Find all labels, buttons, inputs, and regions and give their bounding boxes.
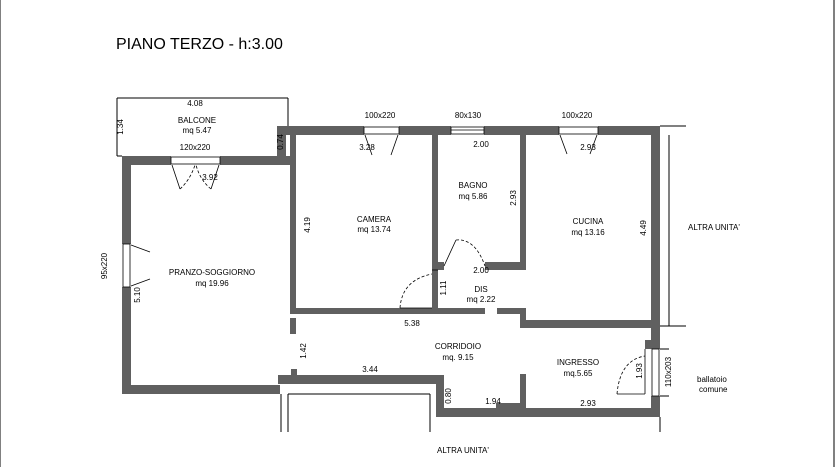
dim-293c: 2.93 bbox=[580, 399, 596, 408]
room-area-bagno: mq 5.86 bbox=[459, 192, 488, 201]
room-name-balcone: BALCONE bbox=[178, 116, 216, 125]
dim-200a: 2.00 bbox=[473, 140, 489, 149]
dim-328: 3.28 bbox=[359, 143, 375, 152]
room-name-soggiorno: PRANZO-SOGGIORNO bbox=[169, 268, 255, 277]
altra-unita-bottom-label: ALTRA UNITA' bbox=[437, 446, 489, 455]
dim-510: 5.10 bbox=[133, 287, 142, 303]
room-labels: BALCONE mq 5.47 CAMERA mq 13.74 BAGNO mq… bbox=[169, 116, 605, 378]
comune-label: comune bbox=[699, 385, 728, 394]
dimension-labels: 4.08 1.34 0.74 120x220 3.92 100x220 3.28… bbox=[100, 99, 673, 408]
room-area-soggiorno: mq 19.96 bbox=[195, 279, 229, 288]
ballatoio-label: ballatoio bbox=[697, 375, 727, 384]
balcony-outline bbox=[116, 97, 289, 157]
dim-balcone-door: 120x220 bbox=[180, 143, 211, 152]
dim-balcone-left: 1.34 bbox=[116, 119, 125, 135]
plan-title: PIANO TERZO - h:3.00 bbox=[116, 36, 283, 53]
walls bbox=[122, 126, 660, 417]
room-name-corridoio: CORRIDOIO bbox=[435, 342, 481, 351]
dim-293b: 2.93 bbox=[509, 190, 518, 206]
openings bbox=[122, 126, 660, 397]
dim-344: 3.44 bbox=[362, 365, 378, 374]
room-area-balcone: mq 5.47 bbox=[183, 126, 212, 135]
room-name-bagno: BAGNO bbox=[459, 181, 488, 190]
dim-392: 3.92 bbox=[202, 173, 218, 182]
dim-449: 4.49 bbox=[639, 220, 648, 236]
dim-193: 1.93 bbox=[635, 363, 644, 379]
dim-cucina-window: 100x220 bbox=[562, 111, 593, 120]
context-lines bbox=[280, 125, 686, 432]
dim-194: 1.94 bbox=[485, 397, 501, 406]
room-area-cucina: mq 13.16 bbox=[571, 228, 605, 237]
room-name-dis: DIS bbox=[474, 285, 487, 294]
room-name-camera: CAMERA bbox=[357, 215, 392, 224]
dim-142: 1.42 bbox=[299, 343, 308, 359]
room-area-corridoio: mq. 9.15 bbox=[442, 353, 474, 362]
dim-538: 5.38 bbox=[404, 319, 420, 328]
dim-door-110x203: 110x203 bbox=[664, 356, 673, 387]
dim-080: 0.80 bbox=[444, 388, 453, 404]
context-labels: ALTRA UNITA' ALTRA UNITA' ballatoio comu… bbox=[437, 223, 740, 455]
room-area-ingresso: mq.5.65 bbox=[564, 369, 593, 378]
dim-200b: 2.00 bbox=[473, 266, 489, 275]
dim-111: 1.11 bbox=[439, 280, 448, 296]
dim-419: 4.19 bbox=[303, 217, 312, 233]
dim-window-95x220: 95x220 bbox=[100, 252, 109, 279]
dim-camera-window: 100x220 bbox=[365, 111, 396, 120]
room-name-ingresso: INGRESSO bbox=[557, 358, 599, 367]
room-name-cucina: CUCINA bbox=[573, 217, 604, 226]
dim-293a: 2.93 bbox=[580, 143, 596, 152]
altra-unita-right-label: ALTRA UNITA' bbox=[688, 223, 740, 232]
dim-bagno-window: 80x130 bbox=[455, 111, 482, 120]
dim-balcone-width: 4.08 bbox=[187, 99, 203, 108]
dim-balcone-right: 0.74 bbox=[276, 134, 285, 150]
room-area-camera: mq 13.74 bbox=[357, 225, 391, 234]
room-area-dis: mq 2.22 bbox=[467, 295, 496, 304]
